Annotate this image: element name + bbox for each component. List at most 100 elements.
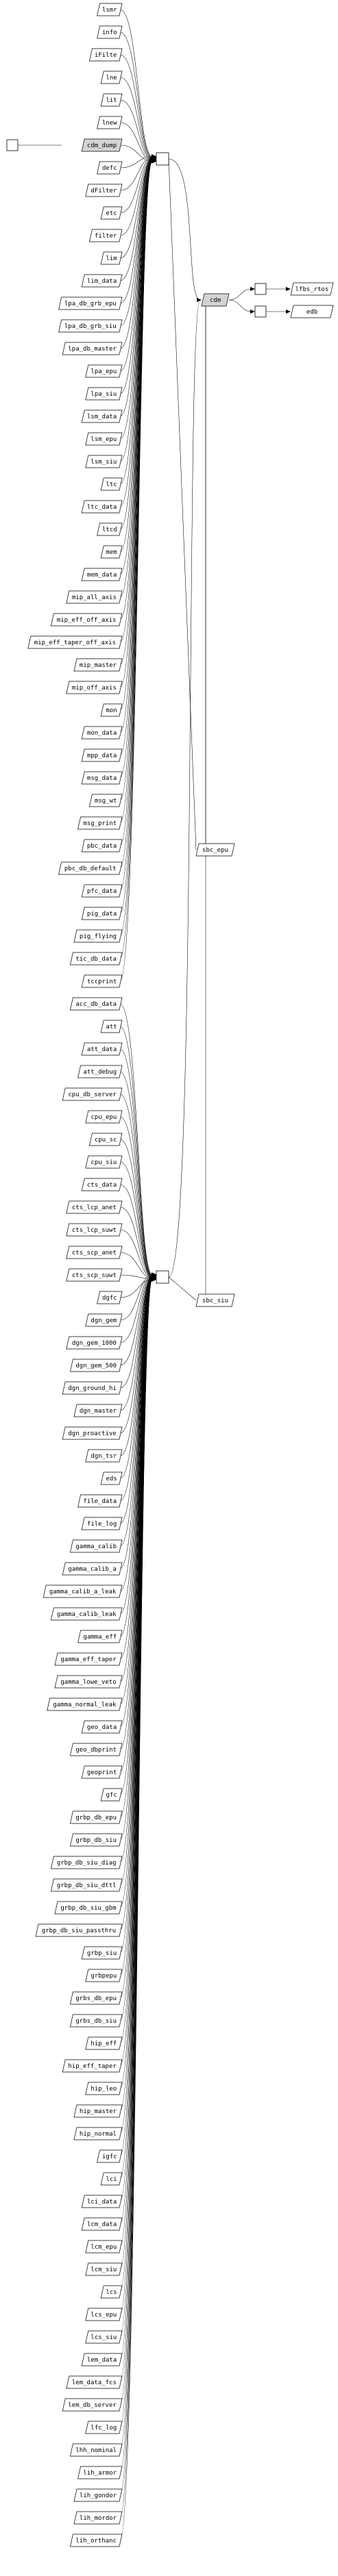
source-node-cpu-epu bbox=[85, 1110, 123, 1124]
source-node-pig-flying-label: pig_flying bbox=[80, 933, 117, 940]
source-node-lsmr-label: lsmr bbox=[102, 7, 117, 14]
source-node-cpu-epu-label: cpu_epu bbox=[90, 1114, 117, 1121]
source-node-cts-lcp-suwt-label: cts_lcp_suwt bbox=[72, 1227, 117, 1234]
source-node-grbp-db-siu-passthru-label: grbp_db_siu_passthru bbox=[42, 1928, 116, 1934]
source-node-dgn-ground-hi bbox=[62, 1381, 123, 1395]
edge-lsmr bbox=[119, 9, 153, 157]
source-node-ltcd bbox=[97, 522, 123, 536]
edge-layer bbox=[18, 9, 291, 2541]
source-node-lci-data-label: lci_data bbox=[87, 2199, 117, 2206]
source-node-lpa-siu bbox=[85, 387, 123, 401]
source-node-ltc-label: ltc bbox=[106, 481, 117, 488]
source-node-file-log bbox=[81, 1517, 123, 1530]
arrow-pig-flying bbox=[152, 159, 156, 164]
source-node-cpu-db-server bbox=[62, 1087, 123, 1101]
source-node-lcm-epu-label: lcm_epu bbox=[90, 2244, 117, 2251]
edge-lpa-db-master bbox=[119, 157, 153, 349]
source-node-hip-leo bbox=[85, 2082, 123, 2095]
source-node-grbp-db-siu-diag-label: grbp_db_siu_diag bbox=[57, 1860, 117, 1867]
source-node-info bbox=[97, 25, 123, 39]
edge-gfc bbox=[119, 1274, 153, 1795]
source-node-filter-label: filter bbox=[95, 233, 117, 240]
source-node-lcs-label: lcs bbox=[106, 2289, 117, 2296]
output-node-edb bbox=[290, 305, 334, 318]
edge-lpa-epu bbox=[119, 157, 153, 372]
source-node-cts-scp-anet bbox=[66, 1246, 123, 1259]
source-node-msg-print bbox=[77, 816, 123, 830]
node-layer: lsmrinfoiFiltelnelitlnewcdm_dumpdefcdFil… bbox=[6, 3, 334, 2547]
edge-att-data bbox=[119, 1048, 153, 1277]
edge-info bbox=[119, 31, 153, 157]
source-node-msg-print-label: msg_print bbox=[83, 820, 117, 827]
edge-hub-b-to-cdm bbox=[168, 299, 201, 1278]
source-node-cdm-dump-label: cdm_dump bbox=[87, 142, 117, 149]
hub-node-1 bbox=[156, 152, 169, 166]
edge-lpa-db-grb-siu bbox=[119, 156, 153, 327]
source-node-lim-label: lim bbox=[106, 255, 117, 262]
source-node-geoprint-label: geoprint bbox=[87, 1769, 117, 1776]
source-node-lhh-nominal-label: lhh_nominal bbox=[75, 2447, 117, 2454]
source-node-grbpepu bbox=[85, 1969, 123, 1982]
source-node-lih-gondor-label: lih_gondor bbox=[80, 2492, 117, 2499]
source-node-dgn-gem-1000-label: dgn_gem_1000 bbox=[72, 1340, 117, 1347]
edge-gamma-lowe-veto bbox=[119, 1276, 153, 1682]
source-node-mip-eff-off-axis bbox=[50, 613, 123, 627]
edge-cpu-sc bbox=[119, 1139, 153, 1280]
source-node-gamma-calib-a-leak bbox=[43, 1584, 123, 1598]
source-node-tic-db-data bbox=[69, 952, 123, 965]
source-node-cpu-db-server-label: cpu_db_server bbox=[68, 1091, 117, 1098]
source-node-lsm-epu-label: lsm_epu bbox=[90, 436, 117, 443]
source-node-eds bbox=[100, 1472, 123, 1485]
source-node-cts-data-label: cts_data bbox=[87, 1182, 117, 1189]
source-node-att bbox=[100, 1020, 123, 1033]
edge-mip-off-axis bbox=[119, 157, 153, 688]
output-node-lfbs-rtos-label: lfbs_rtos bbox=[295, 286, 329, 293]
source-node-cdm-dump bbox=[81, 138, 123, 152]
source-node-lpa-epu-label: lpa_epu bbox=[90, 368, 117, 375]
source-node-pbc-db-default bbox=[58, 861, 123, 875]
source-node-tccprint-label: tccprint bbox=[87, 978, 117, 985]
source-node-lit-label: lit bbox=[106, 97, 117, 104]
source-node-lhh-nominal bbox=[69, 2443, 123, 2457]
source-node-lit bbox=[100, 93, 123, 107]
source-node-gfc bbox=[100, 1788, 123, 1802]
source-node-lpa-siu-label: lpa_siu bbox=[90, 391, 117, 398]
source-node-grbp-db-epu-label: grbp_db_epu bbox=[75, 1815, 117, 1821]
edge-cpu-db-server bbox=[119, 1094, 153, 1278]
source-node-att-data bbox=[81, 1042, 123, 1056]
edge-file-data bbox=[119, 1275, 153, 1502]
source-node-mem-data-label: mem_data bbox=[87, 572, 117, 579]
source-node-gamma-calib bbox=[69, 1539, 123, 1553]
source-node-cts-scp-anet-label: cts_scp_anet bbox=[72, 1250, 117, 1257]
edge-acc-db-data bbox=[119, 1003, 153, 1275]
source-node-mon-data-label: mon_data bbox=[87, 730, 117, 737]
source-node-ifilte-label: iFilte bbox=[95, 52, 117, 59]
source-node-ltcd-label: ltcd bbox=[102, 527, 117, 533]
source-node-geo-data bbox=[81, 1720, 123, 1734]
source-node-lsm-siu-label: lsm_siu bbox=[90, 459, 117, 466]
source-node-etc bbox=[100, 206, 123, 220]
source-node-pbc-data bbox=[81, 839, 123, 853]
source-node-hip-eff-taper-label: hip_eff_taper bbox=[68, 2063, 117, 2070]
source-node-lih-orthanc-label: lih_orthanc bbox=[75, 2538, 117, 2545]
edge-dfilter bbox=[119, 157, 153, 191]
source-node-ltc bbox=[100, 477, 123, 491]
source-node-mip-master-label: mip_master bbox=[80, 662, 117, 669]
source-node-filter bbox=[88, 229, 123, 242]
side-node-sbc-epu-label: sbc_epu bbox=[202, 847, 228, 854]
center-node-cdm bbox=[201, 293, 230, 307]
edge-lne bbox=[119, 77, 153, 160]
source-node-lsm-data bbox=[81, 409, 123, 423]
source-node-lpa-epu bbox=[85, 364, 123, 378]
center-node-cdm-label: cdm bbox=[210, 297, 221, 304]
side-node-sbc-epu bbox=[195, 843, 235, 857]
source-node-file-data-label: file_data bbox=[83, 1498, 117, 1505]
source-node-file-log-label: file_log bbox=[87, 1521, 117, 1528]
source-node-mem bbox=[100, 545, 123, 559]
source-node-msg-data bbox=[81, 771, 123, 785]
source-node-mon-data bbox=[81, 726, 123, 740]
edge-mem bbox=[119, 158, 153, 553]
source-node-gamma-normal-leak-label: gamma_normal_leak bbox=[53, 1702, 117, 1708]
source-node-grbp-siu bbox=[81, 1946, 123, 1960]
